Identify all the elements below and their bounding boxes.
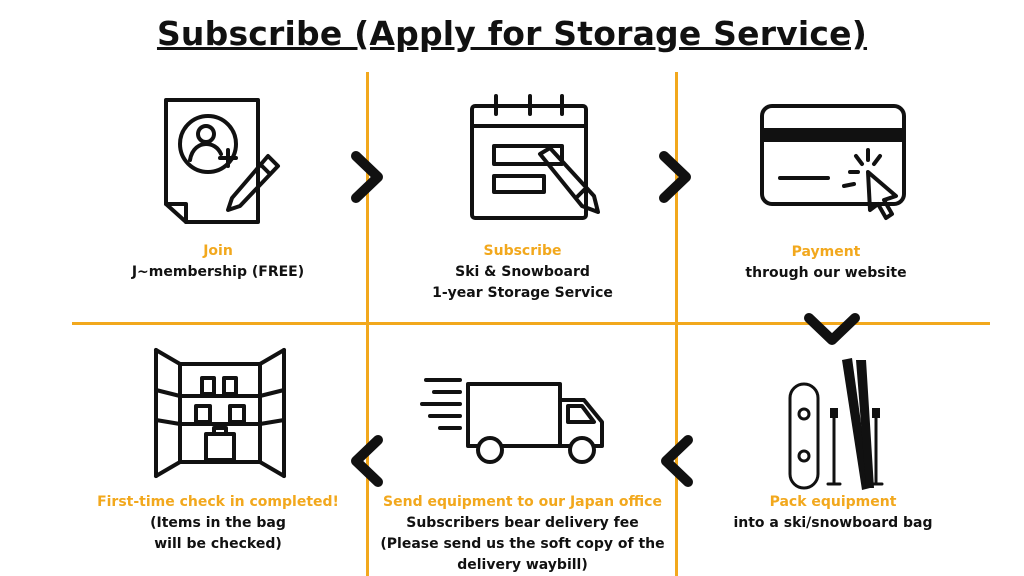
step-text: Ski & Snowboard (455, 264, 590, 280)
chevron-left-icon (661, 435, 693, 487)
chevron-left-icon (351, 435, 383, 487)
step-heading: Payment (791, 244, 861, 260)
step-text: (Items in the bag (150, 515, 286, 531)
step-heading: Subscribe (483, 243, 562, 259)
step-heading: Send equipment to our Japan office (383, 494, 662, 510)
delivery-truck-icon (420, 378, 604, 464)
step-check-in-completed: First-time check in completed! (Items in… (70, 492, 366, 555)
credit-card-click-icon (760, 104, 906, 220)
page-title: Subscribe (Apply for Storage Service) (156, 14, 868, 53)
step-text: into a ski/snowboard bag (733, 515, 933, 531)
chevron-right-icon (351, 151, 383, 203)
step-text: will be checked) (154, 536, 282, 552)
storage-shelves-icon (154, 348, 286, 478)
step-text: 1-year Storage Service (432, 285, 613, 301)
membership-form-icon (164, 98, 280, 224)
step-subscribe: Subscribe Ski & Snowboard 1-year Storage… (370, 241, 675, 304)
step-text: Subscribers bear delivery fee (406, 515, 639, 531)
step-heading: First-time check in completed! (97, 494, 339, 510)
step-text: delivery waybill) (457, 557, 588, 573)
step-text: (Please send us the soft copy of the (380, 536, 665, 552)
grid-divider-horizontal (72, 322, 990, 325)
step-pack-equipment: Pack equipment into a ski/snowboard bag (678, 492, 988, 534)
step-text: through our website (745, 265, 907, 281)
step-heading: Pack equipment (769, 494, 897, 510)
chevron-down-icon (804, 313, 860, 345)
chevron-right-icon (659, 151, 691, 203)
ski-snowboard-icon (788, 358, 884, 490)
step-text: J~membership (FREE) (131, 264, 305, 280)
step-join: Join J~membership (FREE) (70, 241, 366, 283)
step-payment: Payment through our website (678, 242, 974, 284)
step-send-equipment: Send equipment to our Japan office Subsc… (370, 492, 675, 576)
step-heading: Join (203, 243, 233, 259)
calendar-form-icon (470, 94, 600, 220)
